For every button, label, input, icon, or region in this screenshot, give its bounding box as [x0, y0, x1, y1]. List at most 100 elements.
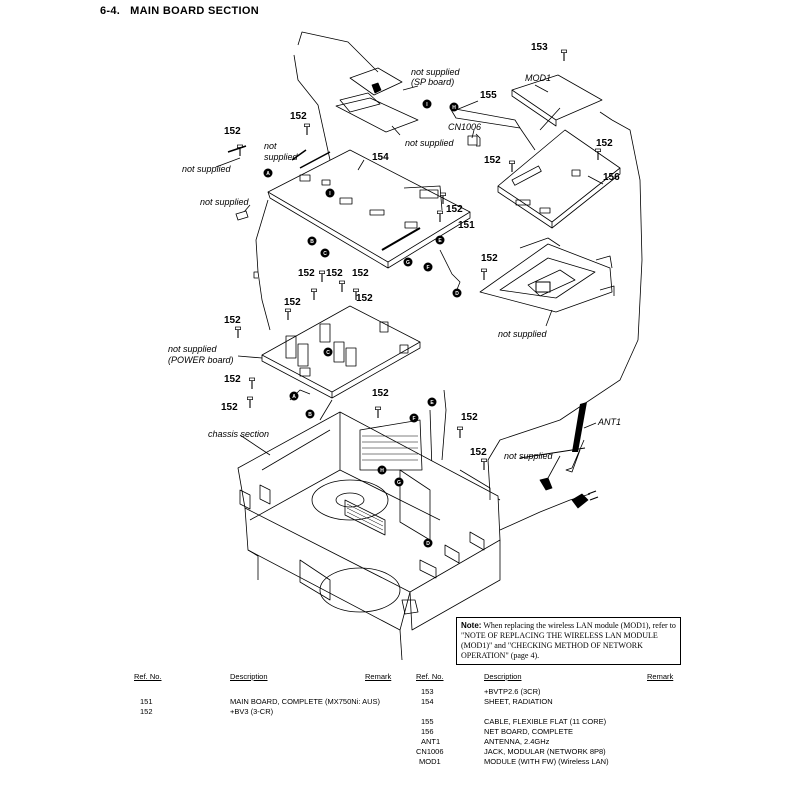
not-supplied-parts: [227, 145, 307, 221]
callout-152-g: 152: [298, 268, 315, 279]
connector-e-lower: E: [427, 397, 437, 407]
callout-155: 155: [480, 90, 497, 101]
sp-cable-2: [293, 54, 331, 161]
sheet-radiation-154: [335, 97, 419, 133]
callout-153: 153: [531, 42, 548, 53]
callout-152-a: 152: [290, 111, 307, 122]
label-cn1006: CN1006: [448, 122, 481, 132]
ref-ant1: ANT1: [421, 737, 441, 746]
desc-152: +BV3 (3-CR): [230, 707, 274, 716]
connector-i-upper: I: [422, 99, 432, 109]
desc-cn1006: JACK, MODULAR (NETWORK 8P8): [484, 747, 606, 756]
callout-152-h: 152: [326, 268, 343, 279]
label-not-supplied-1: not supplied: [405, 138, 455, 148]
header-ref-right: Ref. No.: [416, 672, 444, 681]
label-power-board-1: not supplied: [168, 344, 218, 354]
svg-text:D: D: [455, 291, 459, 297]
ref-154: 154: [421, 697, 434, 706]
label-mod1: MOD1: [525, 73, 551, 83]
svg-text:E: E: [430, 400, 434, 406]
callout-152-c: 152: [484, 155, 501, 166]
antenna-cable: [487, 119, 643, 501]
ref-151: 151: [140, 697, 153, 706]
connector-h-lower: H: [377, 465, 387, 475]
desc-155: CABLE, FLEXIBLE FLAT (11 CORE): [484, 717, 607, 726]
callout-152-f: 152: [481, 253, 498, 264]
desc-153: +BVTP2.6 (3CR): [484, 687, 541, 696]
label-sp-board-2: (SP board): [411, 77, 454, 87]
svg-text:G: G: [397, 480, 401, 486]
callout-152-p: 152: [461, 412, 478, 423]
header-ref-left: Ref. No.: [134, 672, 162, 681]
note-heading: Note:: [461, 621, 482, 630]
callout-152-b: 152: [224, 126, 241, 137]
connector-b-upper: B: [307, 236, 317, 246]
ref-155: 155: [421, 717, 434, 726]
ref-153: 153: [421, 687, 434, 696]
label-ant1: ANT1: [597, 417, 621, 427]
desc-154: SHEET, RADIATION: [484, 697, 553, 706]
net-bracket: [479, 243, 613, 313]
desc-151: MAIN BOARD, COMPLETE (MX750Ni: AUS): [230, 697, 381, 706]
connector-g-upper: G: [403, 257, 413, 267]
svg-text:A: A: [266, 171, 270, 177]
diagram-labels: not supplied (SP board) MOD1 CN1006 not …: [168, 67, 621, 461]
label-not-supplied-3: not supplied: [182, 164, 232, 174]
connector-d-lower: D: [423, 538, 433, 548]
label-not-supplied-5: not supplied: [498, 329, 548, 339]
svg-text:D: D: [426, 541, 430, 547]
label-sp-board-1: not supplied: [411, 67, 461, 77]
desc-156: NET BOARD, COMPLETE: [484, 727, 574, 736]
svg-text:H: H: [452, 105, 456, 111]
section-number: 6-4.: [100, 5, 121, 17]
flexible-cable-155: [449, 107, 521, 129]
label-not-supplied-2b: supplied: [264, 152, 299, 162]
connector-f-lower: F: [409, 413, 419, 423]
connector-b-lower: B: [305, 409, 315, 419]
header-desc-left: Description: [230, 672, 268, 681]
connector-f-upper: F: [423, 262, 433, 272]
svg-text:F: F: [412, 416, 415, 422]
callout-152-q: 152: [470, 447, 487, 458]
svg-text:B: B: [308, 412, 312, 418]
svg-text:F: F: [426, 265, 429, 271]
callout-152-j: 152: [284, 297, 301, 308]
label-not-supplied-6: not supplied: [504, 451, 554, 461]
mod1-module: [511, 74, 603, 121]
label-chassis: chassis section: [208, 429, 269, 439]
svg-text:H: H: [380, 468, 384, 474]
label-not-supplied-4: not supplied: [200, 197, 250, 207]
callout-154: 154: [372, 152, 389, 163]
svg-text:C: C: [323, 251, 327, 257]
svg-text:B: B: [310, 239, 314, 245]
connector-c-lower: C: [323, 347, 333, 357]
callout-152-d: 152: [596, 138, 613, 149]
connector-h-upper: H: [449, 102, 459, 112]
desc-mod1: MODULE (WITH FW) (Wireless LAN): [484, 757, 609, 766]
header-desc-right: Description: [484, 672, 522, 681]
svg-text:A: A: [292, 394, 296, 400]
header-remark-right: Remark: [647, 672, 674, 681]
callout-152-k: 152: [356, 293, 373, 304]
part-callouts: 153 155 152 152 154 152 152 156 152 151 …: [221, 42, 620, 458]
label-not-prefix: not: [264, 141, 277, 151]
header-remark-left: Remark: [365, 672, 392, 681]
ref-156: 156: [421, 727, 434, 736]
svg-text:I: I: [426, 102, 428, 108]
replacement-note: Note: When replacing the wireless LAN mo…: [456, 617, 681, 665]
connector-i-board: I: [325, 188, 335, 198]
callout-156: 156: [603, 172, 620, 183]
connector-e-upper: E: [435, 235, 445, 245]
callout-151: 151: [458, 220, 475, 231]
ref-cn1006: CN1006: [416, 747, 444, 756]
svg-text:C: C: [326, 350, 330, 356]
callout-152-o: 152: [372, 388, 389, 399]
ref-mod1: MOD1: [419, 757, 441, 766]
connector-a-upper: A: [263, 168, 273, 178]
ref-152: 152: [140, 707, 153, 716]
desc-ant1: ANTENNA, 2.4GHz: [484, 737, 550, 746]
svg-text:G: G: [406, 260, 410, 266]
connector-d-upper: D: [452, 288, 462, 298]
callout-152-m: 152: [224, 374, 241, 385]
disc-tray: [311, 479, 389, 521]
